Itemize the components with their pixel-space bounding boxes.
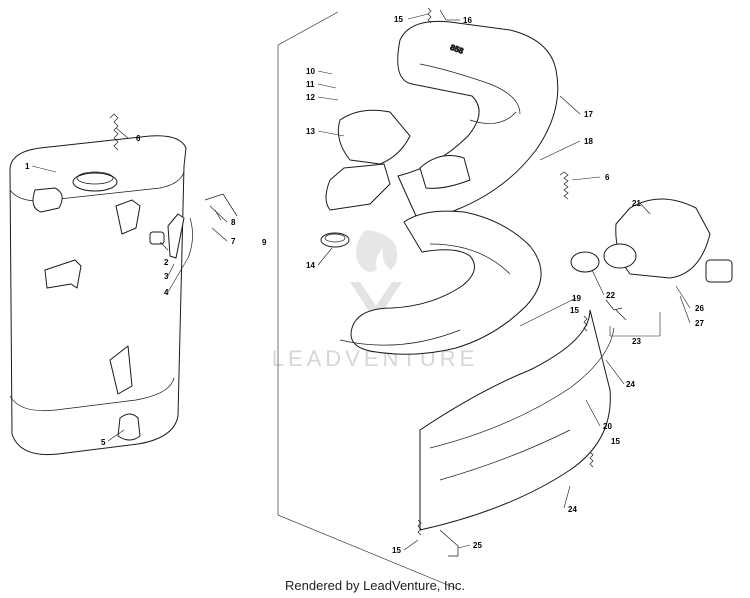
callouts: 1 2 3 4 5 6 6 7 8 9 10 11 12 13 14 15 15… <box>25 15 704 555</box>
callout-6-right: 6 <box>605 173 610 182</box>
footer-credit: Rendered by LeadVenture, Inc. <box>285 578 465 593</box>
callout-19: 19 <box>572 294 581 303</box>
muffler <box>9 135 187 456</box>
small-springs <box>417 7 627 557</box>
callout-15-right: 15 <box>611 437 620 446</box>
callout-20: 20 <box>603 422 612 431</box>
callout-16: 16 <box>463 16 472 25</box>
callout-4: 4 <box>164 288 169 297</box>
exhaust-pipe-upper: 858 <box>397 20 559 219</box>
callout-11: 11 <box>306 80 315 89</box>
callout-23: 23 <box>632 337 641 346</box>
callout-24-top: 24 <box>626 380 635 389</box>
callout-27: 27 <box>695 319 704 328</box>
exhaust-pipe-lower <box>339 210 542 355</box>
callout-17: 17 <box>584 110 593 119</box>
callout-8: 8 <box>231 218 236 227</box>
callout-21: 21 <box>632 199 641 208</box>
callout-6-left: 6 <box>136 134 141 143</box>
spring-right <box>559 171 569 200</box>
callout-22: 22 <box>606 291 615 300</box>
callout-13: 13 <box>306 127 315 136</box>
callout-26: 26 <box>695 304 704 313</box>
callout-14: 14 <box>306 261 315 270</box>
callout-15-top: 15 <box>394 15 403 24</box>
callout-10: 10 <box>306 67 315 76</box>
heat-shield <box>419 309 615 531</box>
callout-25: 25 <box>473 541 482 550</box>
mount-grommet <box>117 413 141 441</box>
leader-lines <box>31 13 691 551</box>
callout-1: 1 <box>25 162 30 171</box>
callout-9: 9 <box>262 238 267 247</box>
callout-18: 18 <box>584 137 593 146</box>
callout-15-bottom: 15 <box>392 546 401 555</box>
exhaust-manifold <box>320 109 733 283</box>
spring-left <box>109 113 119 151</box>
group-bracket <box>277 45 461 591</box>
callout-24-bottom: 24 <box>568 505 577 514</box>
muffler-hardware <box>149 193 238 259</box>
callout-3: 3 <box>164 272 169 281</box>
callout-2: 2 <box>164 258 169 267</box>
callout-15-mid: 15 <box>570 306 579 315</box>
callout-5: 5 <box>101 438 106 447</box>
callout-7: 7 <box>231 237 236 246</box>
callout-12: 12 <box>306 93 315 102</box>
